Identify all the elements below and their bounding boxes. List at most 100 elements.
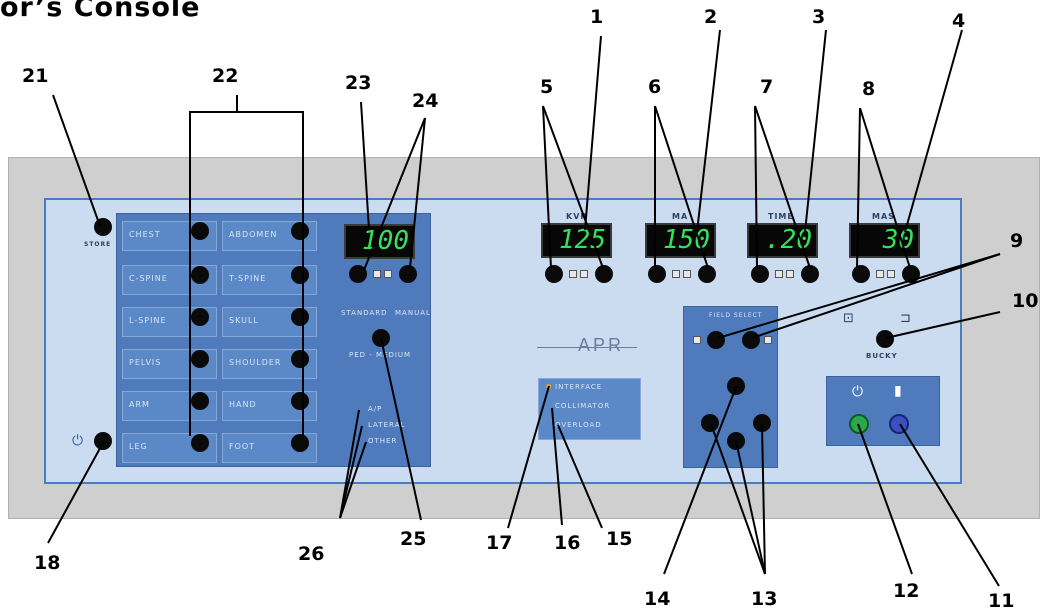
ion-label-overload: OVERLOAD <box>555 421 602 429</box>
time-down-button[interactable] <box>751 265 769 283</box>
callout-4: 4 <box>952 10 966 32</box>
callout-21: 21 <box>22 65 49 87</box>
callout-1: 1 <box>590 6 604 28</box>
anatomy-label: LEG <box>129 442 148 451</box>
mas-label: MAS <box>872 212 895 221</box>
anatomy-label: ARM <box>129 400 150 409</box>
ma-up-button[interactable] <box>698 265 716 283</box>
view-label-lateral: LATERAL <box>368 421 406 429</box>
table-bucky-icon: ⊡ <box>843 311 854 326</box>
kvp-up-button[interactable] <box>595 265 613 283</box>
field-left-button[interactable] <box>707 331 725 349</box>
callout-14: 14 <box>644 588 671 610</box>
callout-17: 17 <box>486 532 513 554</box>
callout-6: 6 <box>648 76 662 98</box>
callout-15: 15 <box>606 528 633 550</box>
kvp-down-button[interactable] <box>545 265 563 283</box>
callout-11: 11 <box>988 590 1015 612</box>
callout-10: 10 <box>1012 290 1039 312</box>
anatomy-label: CHEST <box>129 230 161 239</box>
anatomy-knob[interactable] <box>191 392 209 410</box>
mode-label-standard: STANDARD <box>341 309 388 317</box>
field-select-label: FIELD SELECT <box>709 312 763 319</box>
field-bottom-right-button[interactable] <box>753 414 771 432</box>
anatomy-knob[interactable] <box>291 392 309 410</box>
field-bottom-left-button[interactable] <box>701 414 719 432</box>
kvp-display: 125 <box>541 223 612 258</box>
patient-size-label: PED - MEDIUM <box>349 351 412 359</box>
field-center-button[interactable] <box>727 377 745 395</box>
power-icon: ⏻ <box>72 433 84 449</box>
view-label-ap: A/P <box>368 405 383 413</box>
ma-display: 150 <box>645 223 716 258</box>
indicator-light <box>580 270 588 278</box>
callout-23: 23 <box>345 72 372 94</box>
anatomy-knob[interactable] <box>291 222 309 240</box>
anatomy-knob[interactable] <box>191 222 209 240</box>
exposure-panel <box>826 376 940 446</box>
callout-9: 9 <box>1010 230 1024 252</box>
mas-down-button[interactable] <box>852 265 870 283</box>
callout-12: 12 <box>893 580 920 602</box>
callout-5: 5 <box>540 76 554 98</box>
indicator-light <box>672 270 680 278</box>
anatomy-label: FOOT <box>229 442 256 451</box>
kvp-label: KVP <box>566 212 588 221</box>
indicator-light <box>775 270 783 278</box>
indicator-light <box>373 270 381 278</box>
callout-7: 7 <box>760 76 774 98</box>
anatomy-knob[interactable] <box>191 434 209 452</box>
ma-label: MA <box>672 212 689 221</box>
sid-up-button[interactable] <box>399 265 417 283</box>
indicator-light <box>683 270 691 278</box>
anatomy-label: T-SPINE <box>229 274 267 283</box>
callout-2: 2 <box>704 6 718 28</box>
callout-24: 24 <box>412 90 439 112</box>
anatomy-label: L-SPINE <box>129 316 167 325</box>
callout-25: 25 <box>400 528 427 550</box>
anatomy-label: SHOULDER <box>229 358 282 367</box>
anatomy-knob[interactable] <box>291 434 309 452</box>
bucky-select-button[interactable] <box>876 330 894 348</box>
prep-icon: ⏻ <box>852 384 864 400</box>
callout-8: 8 <box>862 78 876 100</box>
callout-22: 22 <box>212 65 239 87</box>
indicator-light <box>764 336 772 344</box>
anatomy-label: SKULL <box>229 316 259 325</box>
anatomy-knob[interactable] <box>191 350 209 368</box>
anatomy-label: C-SPINE <box>129 274 168 283</box>
indicator-light <box>887 270 895 278</box>
callout-26: 26 <box>298 543 325 565</box>
indicator-light <box>693 336 701 344</box>
sid-display: 100 <box>344 224 415 259</box>
mode-label-manual: MANUAL <box>395 309 431 317</box>
mas-display: 30 <box>849 223 920 258</box>
page-title: or’s Console <box>0 0 201 23</box>
indicator-light <box>876 270 884 278</box>
indicator-light <box>384 270 392 278</box>
time-label: TIME <box>768 212 794 221</box>
anatomy-knob[interactable] <box>191 266 209 284</box>
ma-down-button[interactable] <box>648 265 666 283</box>
anatomy-knob[interactable] <box>291 350 309 368</box>
callout-13: 13 <box>751 588 778 610</box>
anatomy-knob[interactable] <box>291 308 309 326</box>
anatomy-label: ABDOMEN <box>229 230 278 239</box>
anatomy-knob[interactable] <box>191 308 209 326</box>
field-right-button[interactable] <box>742 331 760 349</box>
store-label: STORE <box>84 241 112 248</box>
indicator-light <box>569 270 577 278</box>
wall-bucky-icon: ⊐ <box>900 311 911 326</box>
brand-logo: APR <box>578 335 625 355</box>
anatomy-label: PELVIS <box>129 358 162 367</box>
exposure-icon: ▮ <box>894 383 902 399</box>
anatomy-knob[interactable] <box>291 266 309 284</box>
anatomy-label: HAND <box>229 400 257 409</box>
sid-down-button[interactable] <box>349 265 367 283</box>
view-label-other: OTHER <box>368 437 398 445</box>
time-up-button[interactable] <box>801 265 819 283</box>
callout-3: 3 <box>812 6 826 28</box>
indicator-light <box>786 270 794 278</box>
ion-chamber-panel <box>538 378 641 440</box>
